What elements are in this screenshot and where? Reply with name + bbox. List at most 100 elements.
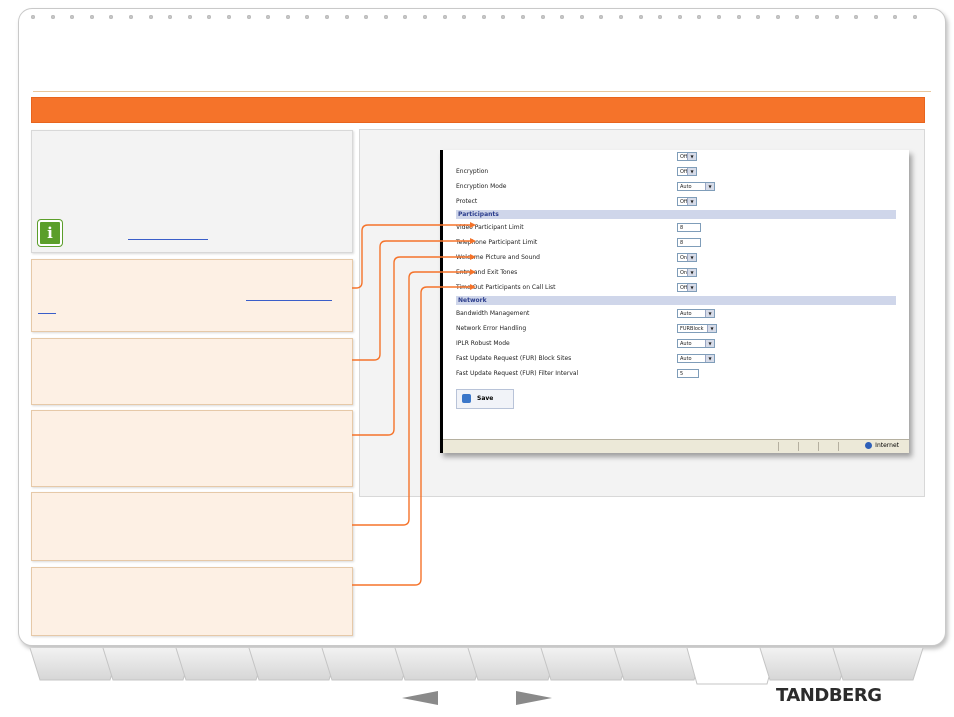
info-card: i — [31, 130, 353, 253]
connector-tones — [352, 271, 470, 526]
binder-ring — [187, 15, 192, 19]
setting-dropdown[interactable]: Off▼ — [677, 283, 697, 292]
description-card-5 — [31, 567, 353, 636]
setting-dropdown[interactable]: On▼ — [677, 253, 697, 262]
setting-dropdown[interactable]: Off▼ — [677, 167, 697, 176]
binder-ring — [834, 15, 839, 19]
setting-number-input[interactable]: 5 — [677, 369, 699, 378]
setting-dropdown[interactable]: Auto▼ — [677, 309, 715, 318]
binder-ring — [501, 15, 506, 19]
brand-logo: TANDBERG — [776, 685, 882, 706]
binder-ring — [521, 15, 525, 19]
binder-ring — [109, 15, 114, 19]
chevron-down-icon: ▼ — [705, 183, 714, 190]
setting-row: Bandwidth Management Auto▼ — [456, 306, 896, 321]
setting-row: Off▼ — [456, 150, 896, 164]
chevron-down-icon: ▼ — [705, 355, 714, 362]
setting-label: Telephone Participant Limit — [456, 239, 538, 246]
left-arrow-icon[interactable] — [402, 690, 438, 706]
binder-ring — [815, 15, 819, 19]
connector-video-limit — [352, 224, 470, 289]
status-zone: Internet — [865, 442, 899, 449]
setting-row: Telephone Participant Limit 8 — [456, 235, 896, 250]
binder-ring — [325, 15, 329, 19]
binder-ring — [246, 15, 251, 19]
chevron-down-icon: ▼ — [705, 340, 714, 347]
binder-ring — [893, 15, 898, 19]
binder-ring — [266, 15, 271, 19]
connector-welcome — [352, 256, 470, 436]
binder-ring — [717, 15, 721, 19]
description-card-4 — [31, 492, 353, 561]
setting-label: Bandwidth Management — [456, 310, 530, 317]
setting-label: Encryption Mode — [456, 183, 507, 190]
setting-label: Fast Update Request (FUR) Filter Interva… — [456, 370, 579, 377]
settings-section-header: Participants — [456, 210, 896, 219]
setting-label: IPLR Robust Mode — [456, 340, 510, 347]
setting-label: Video Participant Limit — [456, 224, 524, 231]
binder-ring — [364, 15, 369, 19]
setting-dropdown[interactable]: Auto▼ — [677, 182, 715, 191]
binder-ring — [775, 15, 780, 19]
setting-number-input[interactable]: 8 — [677, 223, 701, 232]
binder-ring — [560, 15, 565, 19]
setting-dropdown[interactable]: Auto▼ — [677, 339, 715, 348]
setting-dropdown[interactable]: On▼ — [677, 268, 697, 277]
right-arrow-icon[interactable] — [516, 690, 552, 706]
chevron-down-icon: ▼ — [707, 325, 716, 332]
binder-ring — [481, 15, 486, 19]
chevron-down-icon: ▼ — [687, 153, 696, 160]
save-button[interactable]: Save — [456, 389, 514, 409]
description-card-2 — [31, 338, 353, 405]
binder-ring — [168, 15, 173, 19]
setting-row: Fast Update Request (FUR) Filter Interva… — [456, 366, 896, 381]
setting-row: Encryption Mode Auto▼ — [456, 179, 896, 194]
description-card-3 — [31, 410, 353, 487]
setting-dropdown[interactable]: FURBlock▼ — [677, 324, 717, 333]
binder-ring — [129, 15, 133, 19]
section-title-bar — [31, 97, 925, 123]
setting-dropdown[interactable]: Off▼ — [677, 152, 697, 161]
binder-ring — [677, 15, 682, 19]
binder-ring — [442, 15, 447, 19]
chevron-down-icon: ▼ — [687, 168, 696, 175]
binder-ring — [227, 15, 231, 19]
browser-statusbar: Internet — [443, 439, 909, 453]
binder-ring — [383, 15, 388, 19]
binder-ring — [285, 15, 290, 19]
chevron-down-icon: ▼ — [687, 254, 696, 261]
binder-ring — [697, 15, 702, 19]
reference-link[interactable] — [246, 300, 332, 301]
info-link[interactable] — [128, 239, 208, 240]
settings-section-header: Network — [456, 296, 896, 305]
binder-ring — [207, 15, 212, 19]
chevron-down-icon: ▼ — [705, 310, 714, 317]
binder-ring — [148, 15, 153, 19]
info-icon: i — [38, 220, 62, 246]
save-icon — [462, 394, 471, 403]
binder-ring — [423, 15, 427, 19]
binder-ring — [795, 15, 800, 19]
chapter-tab[interactable] — [832, 647, 924, 681]
setting-dropdown[interactable]: Auto▼ — [677, 354, 715, 363]
chevron-down-icon: ▼ — [687, 198, 696, 205]
binder-ring — [913, 15, 917, 19]
binder-ring — [873, 15, 878, 19]
binder-ring — [854, 15, 859, 19]
setting-number-input[interactable]: 8 — [677, 238, 701, 247]
binder-ring — [305, 15, 310, 19]
binder-ring — [50, 15, 55, 19]
connector-telephone-limit — [352, 240, 470, 361]
binder-ring — [579, 15, 584, 19]
globe-icon — [865, 442, 873, 449]
setting-dropdown[interactable]: Off▼ — [677, 197, 697, 206]
reference-link-continued[interactable] — [38, 313, 56, 314]
